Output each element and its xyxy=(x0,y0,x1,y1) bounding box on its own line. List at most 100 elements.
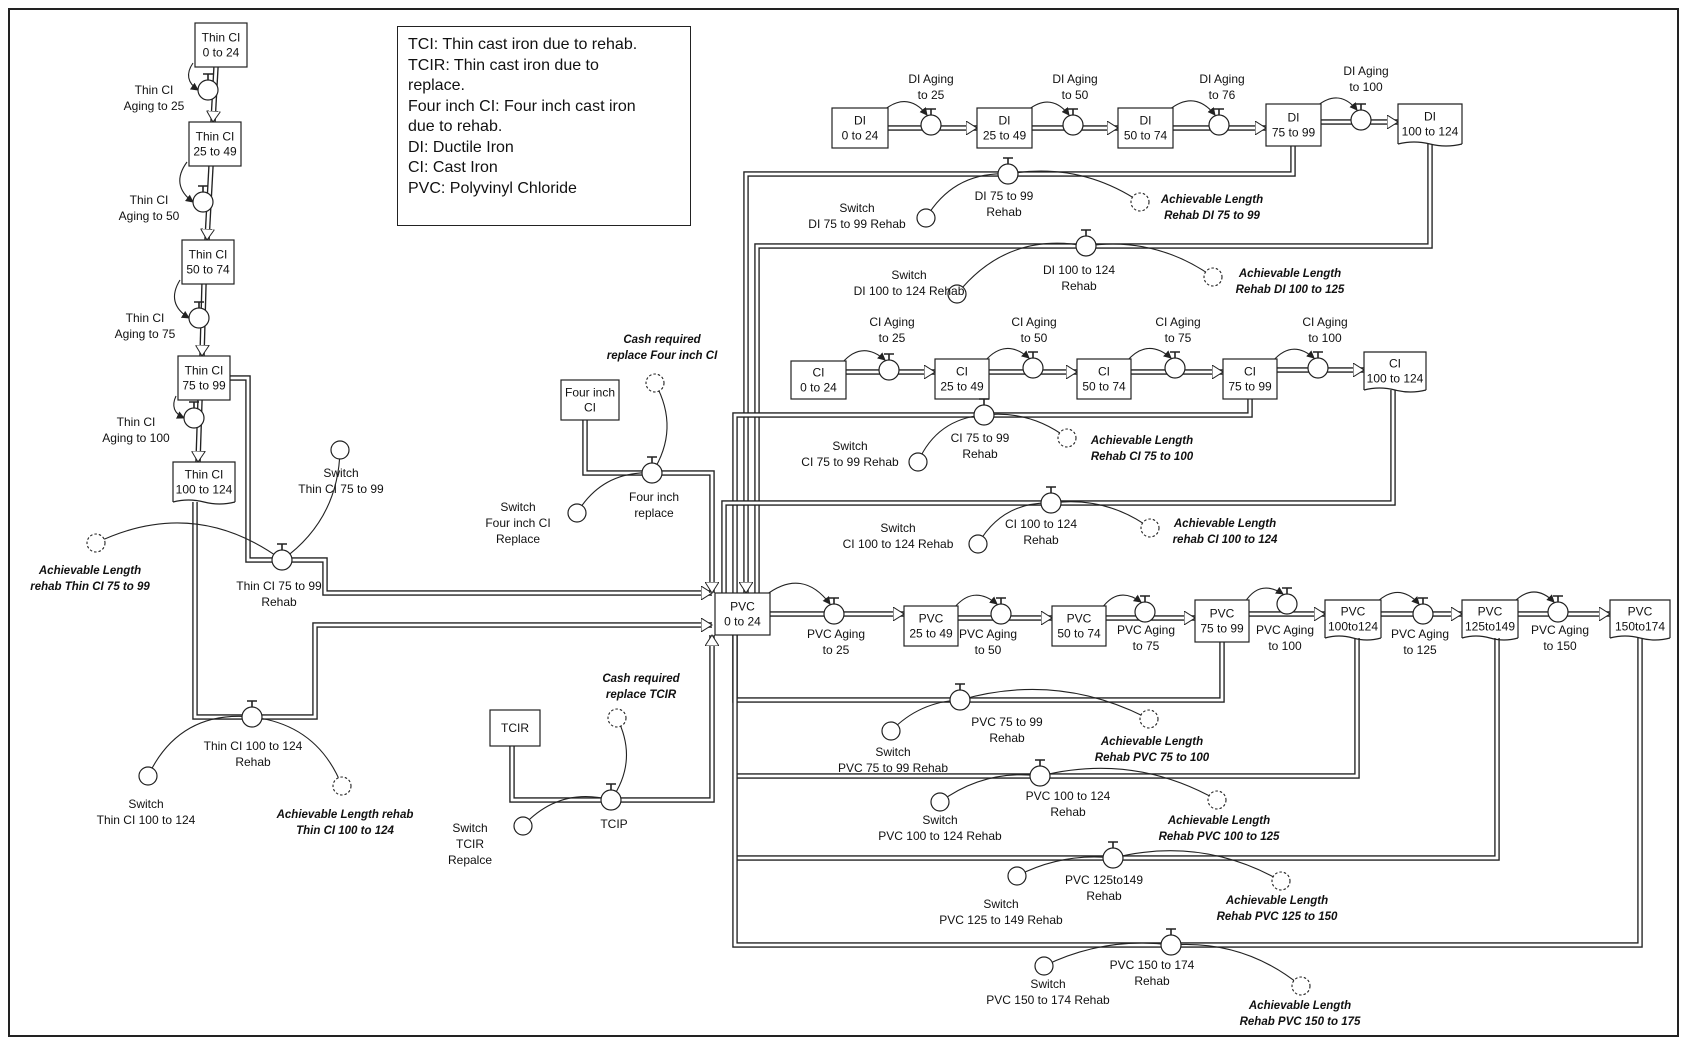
label-line: Replace xyxy=(496,532,540,546)
label-line: Cash required xyxy=(623,334,701,346)
label-line: PVC 125 to 149 Rehab xyxy=(939,913,1063,927)
valve-tca75 xyxy=(188,307,210,329)
valve-handle-dia100 xyxy=(1356,103,1366,110)
stock-label-line: 150to174 xyxy=(1615,620,1665,634)
label-line: to 25 xyxy=(918,88,945,102)
stock-label-line: 50 to 74 xyxy=(1082,380,1126,394)
aux-sw_pvc100 xyxy=(930,792,950,812)
stock-label-line: Thin CI xyxy=(202,31,241,45)
shadow-ach_di100 xyxy=(1203,267,1223,287)
stock-label-line: DI xyxy=(1288,111,1300,125)
label-line: rehab CI 100 to 124 xyxy=(1173,534,1278,546)
label-line: CI Aging xyxy=(1011,315,1056,329)
shadow-ach_pvc75 xyxy=(1139,709,1159,729)
valve-pa75 xyxy=(1134,601,1156,623)
shadow-cash_tcir xyxy=(607,708,627,728)
label-line: to 125 xyxy=(1403,643,1437,657)
label-line: Switch xyxy=(875,745,910,759)
valve-pa25 xyxy=(823,603,845,625)
label-line: Four inch CI xyxy=(485,516,550,530)
label-line: Achievable Length rehab xyxy=(276,809,414,821)
label-line: DI 100 to 124 xyxy=(1043,263,1115,277)
link-ach_pvc75-f_pvc75 xyxy=(959,688,1150,720)
aux-sw_four xyxy=(567,503,587,523)
label-line: Switch xyxy=(832,439,867,453)
label-line: Rehab DI 75 to 99 xyxy=(1164,210,1260,222)
stock-label-line: CI xyxy=(1389,357,1401,371)
aux-sw_pvc75 xyxy=(881,721,901,741)
pipe-ci100-rehab-inner xyxy=(722,390,1395,593)
link-pvc25-pa50 xyxy=(953,594,998,609)
valve-handle-f_ci100 xyxy=(1046,486,1056,493)
valve-f_ci75 xyxy=(973,404,995,426)
label-line: PVC 75 to 99 xyxy=(971,715,1043,729)
valve-handle-f_pvc100 xyxy=(1035,759,1045,766)
label-line: Rehab xyxy=(1050,805,1086,819)
label-line: Aging to 50 xyxy=(119,209,180,223)
stock-edge-pvc150 xyxy=(1609,635,1671,641)
valve-handle-f_four xyxy=(647,456,657,463)
label-line: TCIP xyxy=(600,817,627,831)
label-line: Rehab xyxy=(1061,279,1097,293)
valve-handle-f_di75 xyxy=(1003,157,1013,164)
stock-label-line: CI xyxy=(1098,365,1110,379)
valve-handle-dia25 xyxy=(926,108,936,115)
stock-label-line: Thin CI xyxy=(196,130,235,144)
stock-label-line: DI xyxy=(854,114,866,128)
label-line: DI 75 to 99 xyxy=(975,189,1034,203)
link-pvc100-pa125 xyxy=(1376,591,1420,605)
link-tci75-tca100 xyxy=(173,395,185,419)
label-line: Thin CI 100 to 124 xyxy=(97,813,196,827)
stock-label-line: PVC xyxy=(1210,607,1235,621)
label-line: Switch xyxy=(323,466,358,480)
label-line: Aging to 100 xyxy=(102,431,170,445)
outer-frame xyxy=(8,8,1679,1037)
pipe-pvc125-rehab-inner xyxy=(735,638,1499,860)
valve-cia75 xyxy=(1164,357,1186,379)
legend-line: CI: Cast Iron xyxy=(408,159,498,176)
label-line: Thin CI 75 to 99 xyxy=(236,579,322,593)
pipe-ci75-rehab xyxy=(732,399,1253,593)
valve-f_ci100 xyxy=(1040,492,1062,514)
label-line: replace xyxy=(634,506,674,520)
label-line: PVC 150 to 174 xyxy=(1110,958,1195,972)
stock-di0 xyxy=(831,107,889,149)
label-line: Rehab xyxy=(1023,533,1059,547)
stock-label-line: Four inch xyxy=(565,386,615,400)
shadow-ach_ci100 xyxy=(1140,518,1160,538)
label-line: to 75 xyxy=(1165,331,1192,345)
shadow-ach_pvc125 xyxy=(1271,871,1291,891)
valve-handle-pa25 xyxy=(829,597,839,604)
stock-ci75 xyxy=(1222,358,1278,400)
label-line: PVC Aging xyxy=(807,627,865,641)
label-line: DI Aging xyxy=(1343,64,1388,78)
pipe-ci100-rehab xyxy=(721,390,1396,593)
label-line: Achievable Length xyxy=(1167,815,1270,827)
stock-label-line: DI xyxy=(999,114,1011,128)
link-f_four-cash_four xyxy=(651,382,668,474)
stock-ci25 xyxy=(934,358,990,400)
link-ci25-cia50 xyxy=(984,347,1030,362)
label-line: Achievable Length xyxy=(1225,895,1328,907)
valve-handle-cia50 xyxy=(1028,351,1038,358)
